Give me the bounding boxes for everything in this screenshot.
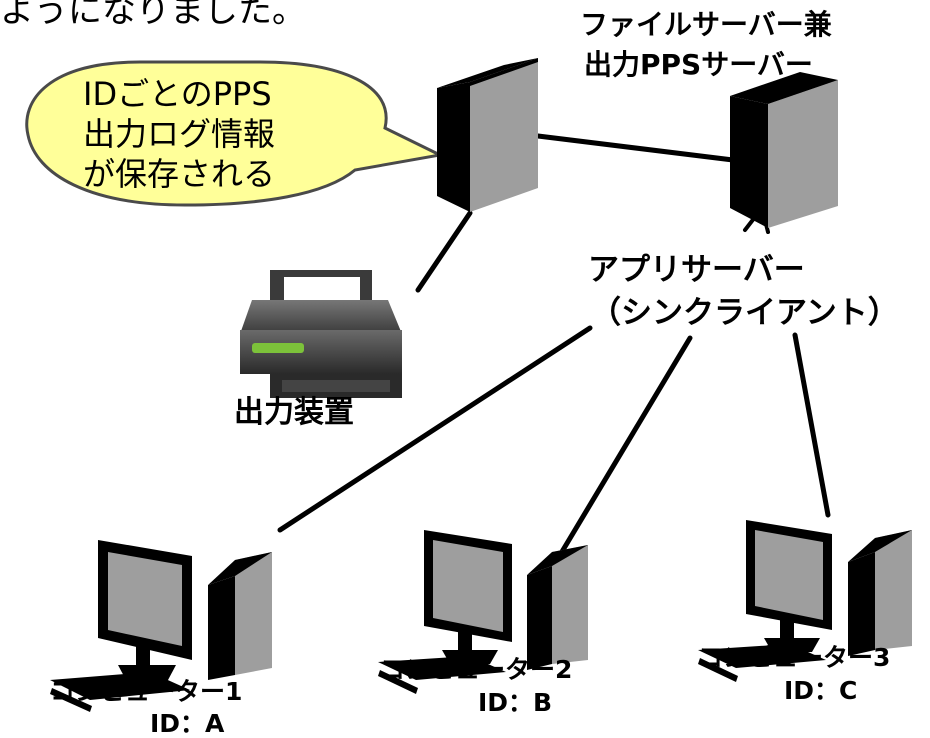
- callout-line-3: が保存される: [83, 155, 275, 193]
- computer-3-name: コンピューター3: [698, 643, 890, 672]
- server-label-line-1: ファイルサーバー兼: [580, 8, 832, 41]
- computer-1-icon: [50, 540, 272, 712]
- file-server-icon: [437, 58, 538, 212]
- callout-bubble: IDごとのPPS 出力ログ情報 が保存される: [25, 60, 445, 207]
- printer-link-line: [415, 210, 473, 293]
- printer-icon: [238, 266, 404, 402]
- connection-lines: [277, 133, 831, 558]
- callout-line-2: 出力ログ情報: [83, 115, 275, 153]
- computer-2-name: コンピューター2: [380, 655, 572, 684]
- server-label-line-2: 出力PPSサーバー: [584, 48, 813, 81]
- header-fragment: ようになりました。: [0, 0, 306, 31]
- callout-line-1: IDごとのPPS: [83, 75, 272, 113]
- computer1-link-line: [277, 325, 593, 533]
- app-server-icon: [730, 72, 838, 228]
- server-link-line: [535, 133, 736, 163]
- computer-1-name: コンピューター1: [50, 677, 242, 706]
- computer2-link-line: [557, 335, 693, 558]
- app-server-label-line-1: アプリサーバー: [588, 252, 805, 288]
- computer-3-id: ID：C: [784, 676, 857, 705]
- computer3-link-line: [792, 332, 831, 518]
- computer-3-icon: [698, 520, 912, 682]
- computer-2-id: ID：B: [478, 688, 552, 717]
- computer-2-icon: [378, 530, 588, 694]
- app-server-label-line-2: （シンクライアント）: [590, 295, 899, 331]
- computer-1-id: ID：A: [150, 709, 225, 738]
- output-device-label: 出力装置: [234, 395, 354, 430]
